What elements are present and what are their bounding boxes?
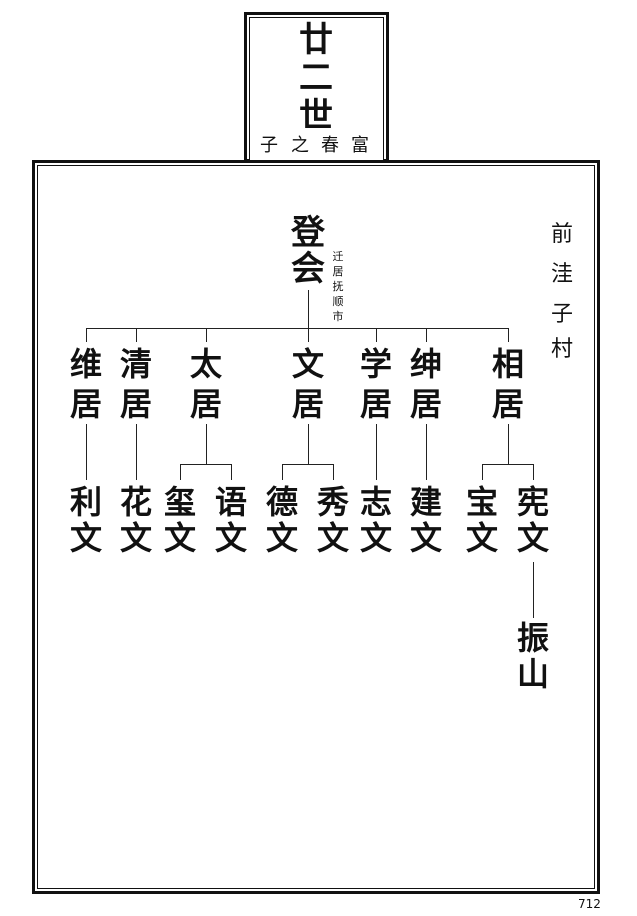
village-char: 前	[550, 222, 573, 247]
village-char: 村	[550, 337, 573, 362]
son-name-char: 居	[359, 385, 392, 423]
connector-line	[86, 328, 509, 329]
son-name-char: 居	[409, 385, 442, 423]
grandson-name-char: 文	[119, 519, 152, 557]
son-name-char: 居	[69, 385, 102, 423]
grandson-name-char: 文	[163, 519, 196, 557]
grandson-name-char: 宝	[465, 483, 498, 521]
page-frame	[32, 160, 600, 894]
son-name-char: 居	[119, 385, 152, 423]
grandson-name-char: 文	[69, 519, 102, 557]
connector-line	[206, 328, 207, 342]
generation-char: 世	[299, 96, 333, 136]
son-name-char: 相	[491, 345, 524, 383]
root-name-char: 登	[291, 213, 325, 253]
connector-line	[426, 328, 427, 342]
connector-line	[282, 464, 283, 480]
grandson-name-char: 文	[359, 519, 392, 557]
grandson-name-char: 宪	[516, 483, 549, 521]
connector-line	[508, 328, 509, 342]
connector-line	[308, 290, 309, 328]
connector-line	[482, 464, 483, 480]
grandson-name-char: 文	[214, 519, 247, 557]
grandson-name-char: 玺	[163, 483, 196, 521]
village-char: 洼	[550, 262, 573, 287]
connector-line	[508, 424, 509, 464]
branch-char: 之	[291, 135, 309, 156]
branch-char: 富	[351, 135, 369, 156]
connector-line	[86, 424, 87, 480]
connector-line	[333, 464, 334, 480]
grandson-name-char: 文	[265, 519, 298, 557]
connector-line	[86, 328, 87, 342]
root-note-char: 顺	[332, 295, 344, 308]
connector-line	[136, 328, 137, 342]
generation-char: 廿	[299, 20, 333, 60]
son-name-char: 居	[189, 385, 222, 423]
root-name-char: 会	[291, 249, 325, 289]
son-name-char: 文	[291, 345, 324, 383]
connector-line	[282, 464, 334, 465]
grandson-name-char: 德	[265, 483, 298, 521]
village-char: 子	[550, 302, 573, 327]
branch-char: 子	[260, 135, 278, 156]
connector-line	[308, 328, 309, 342]
connector-line	[180, 464, 181, 480]
root-note-char: 抚	[332, 280, 344, 293]
connector-line	[426, 424, 427, 480]
grandson-name-char: 文	[516, 519, 549, 557]
grandson-name-char: 秀	[316, 483, 349, 521]
generation-tab	[249, 17, 384, 162]
connector-line	[482, 464, 534, 465]
generation-char: 二	[299, 58, 333, 98]
son-name-char: 学	[359, 345, 392, 383]
son-name-char: 太	[189, 345, 222, 383]
great-grandson-name-char: 振	[516, 619, 549, 657]
branch-char: 春	[321, 135, 339, 156]
connector-line	[231, 464, 232, 480]
connector-line	[136, 424, 137, 480]
page-number: 712	[578, 897, 601, 911]
grandson-name-char: 建	[409, 483, 442, 521]
grandson-name-char: 文	[316, 519, 349, 557]
grandson-name-char: 利	[69, 483, 102, 521]
son-name-char: 绅	[409, 345, 442, 383]
connector-line	[376, 328, 377, 342]
grandson-name-char: 语	[214, 483, 247, 521]
connector-line	[376, 424, 377, 480]
grandson-name-char: 花	[119, 483, 152, 521]
great-grandson-name-char: 山	[516, 655, 549, 693]
root-note-char: 居	[332, 265, 344, 278]
son-name-char: 居	[491, 385, 524, 423]
grandson-name-char: 文	[465, 519, 498, 557]
connector-line	[533, 562, 534, 618]
grandson-name-char: 文	[409, 519, 442, 557]
root-note-char: 市	[332, 310, 344, 323]
root-note-char: 迁	[332, 250, 344, 263]
page-frame-inner	[37, 165, 595, 889]
connector-line	[533, 464, 534, 480]
son-name-char: 居	[291, 385, 324, 423]
son-name-char: 维	[69, 345, 102, 383]
son-name-char: 清	[119, 345, 152, 383]
connector-line	[308, 424, 309, 464]
grandson-name-char: 志	[359, 483, 392, 521]
connector-line	[206, 424, 207, 464]
connector-line	[180, 464, 232, 465]
